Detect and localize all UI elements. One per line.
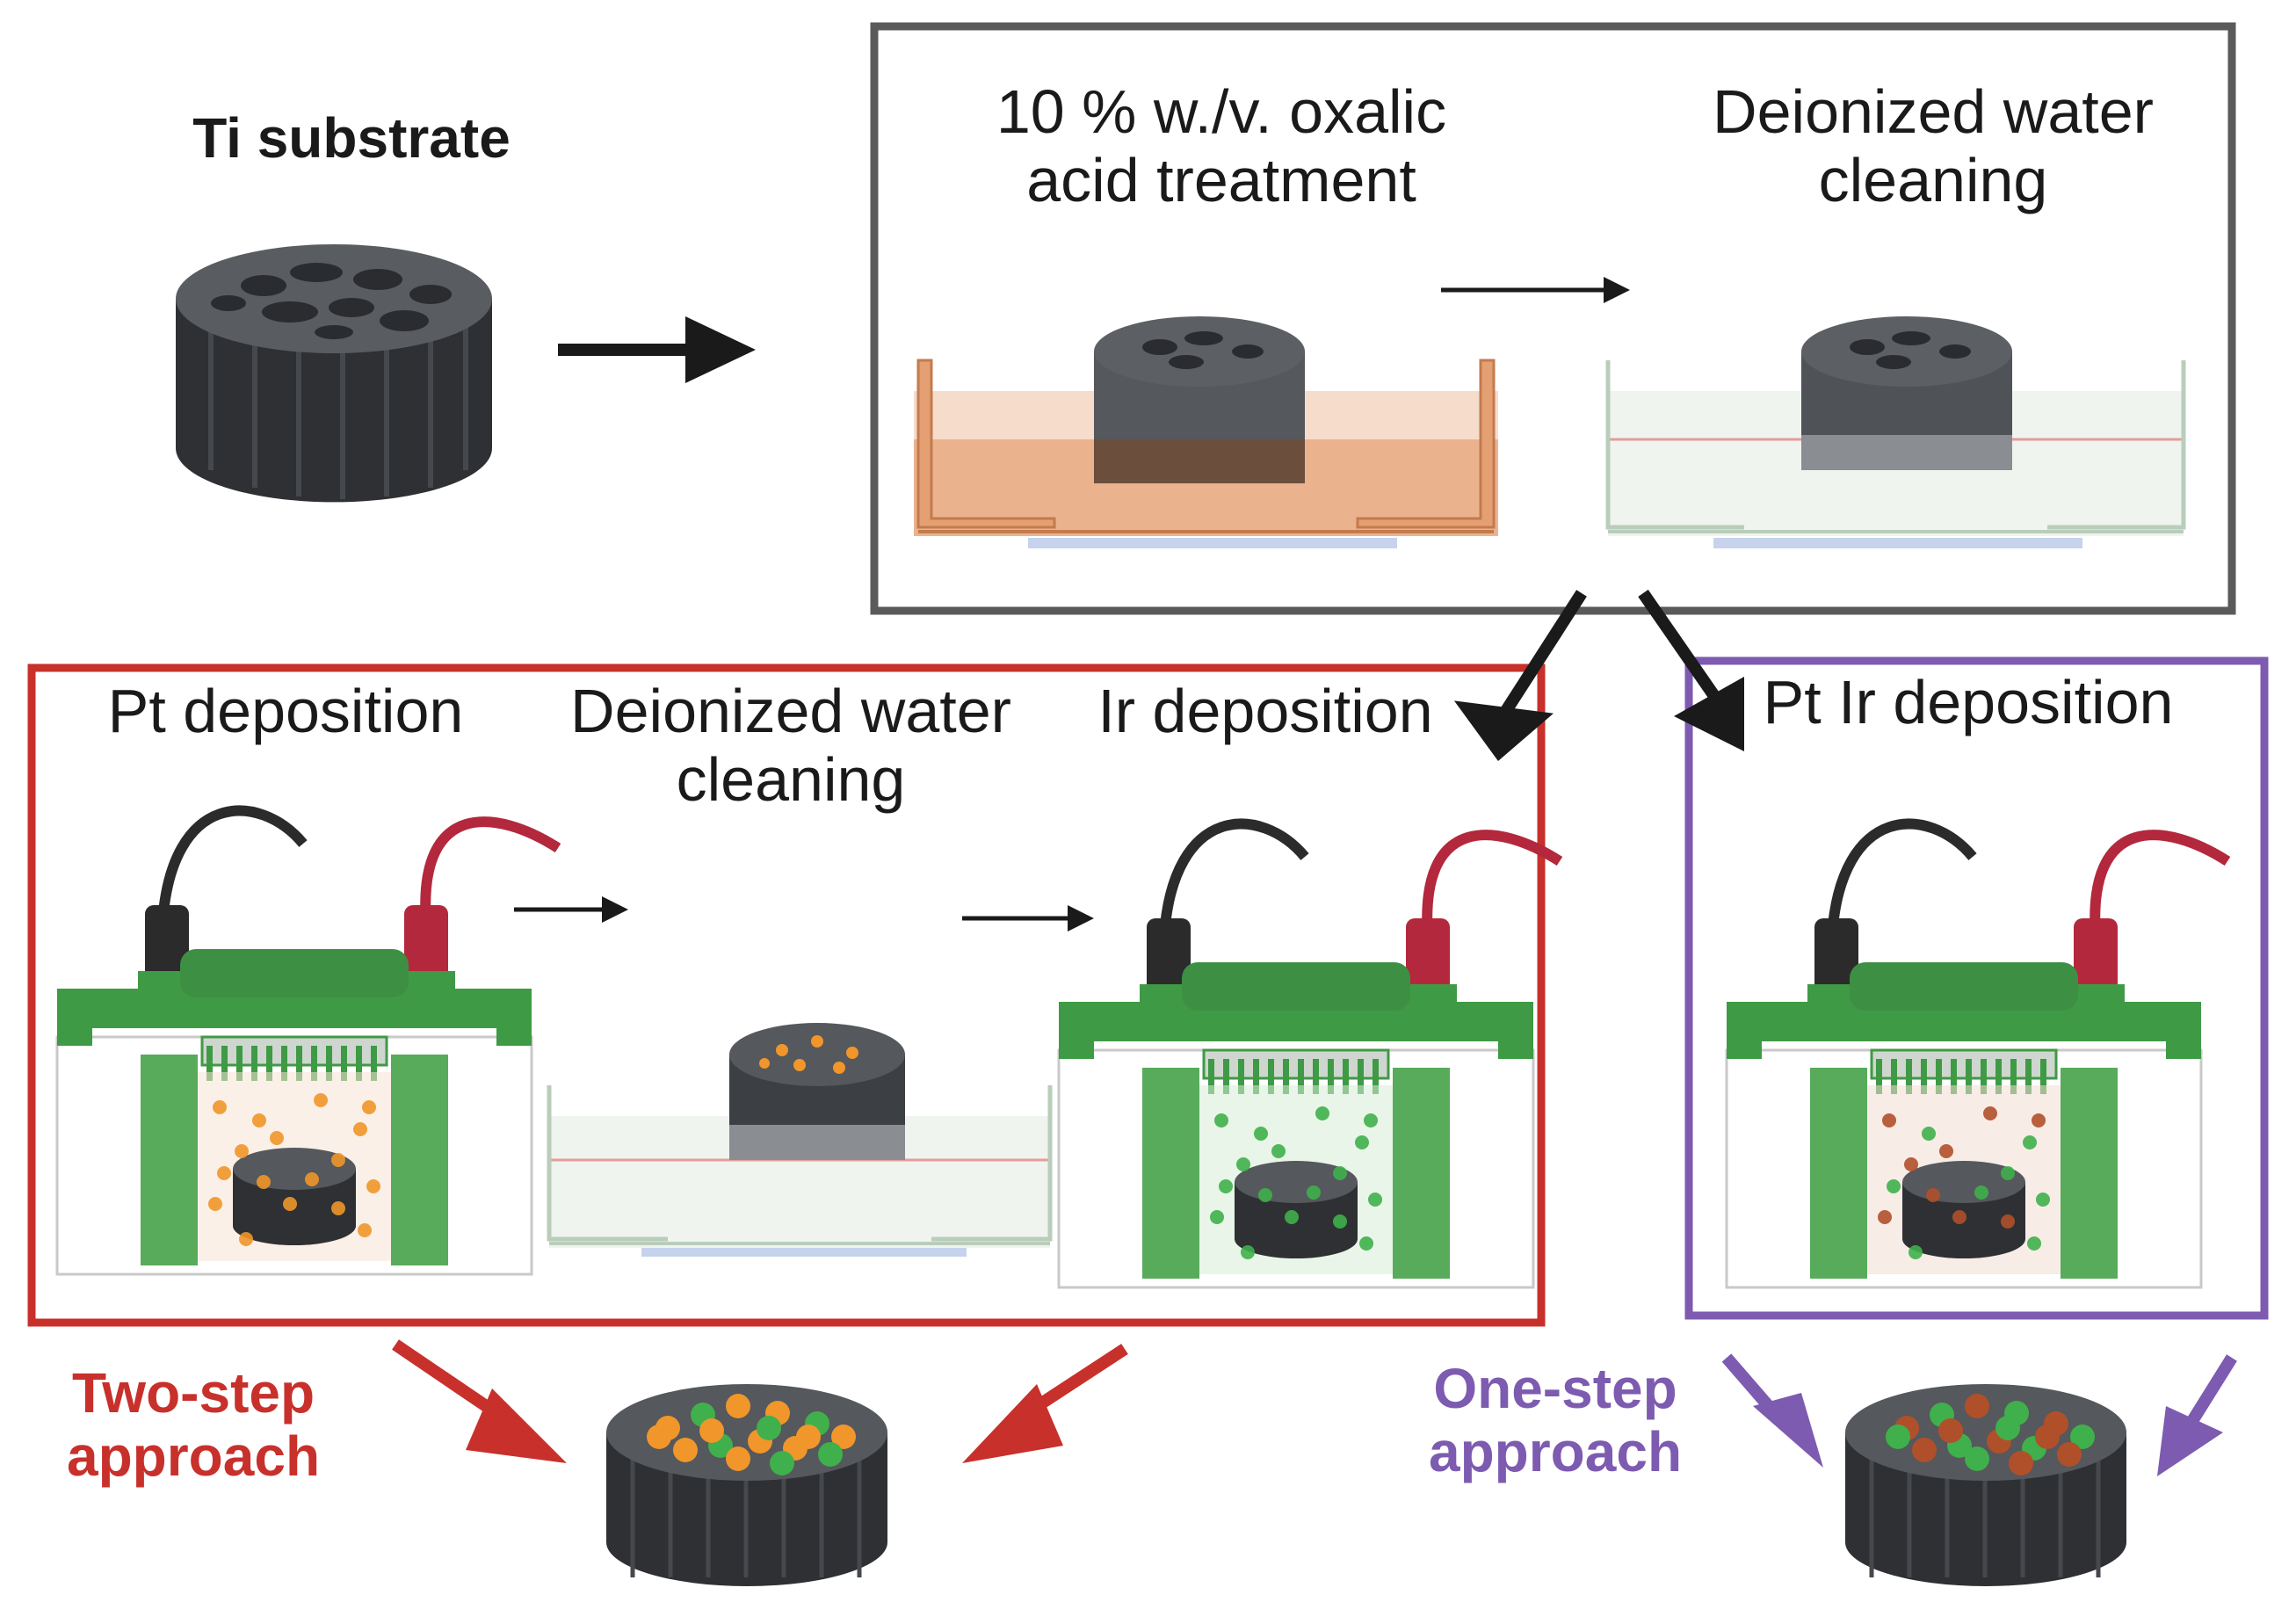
- arrow-to-two-step: [1497, 590, 1587, 720]
- arrow-two-step-left-head: [466, 1388, 567, 1463]
- one-step-line-1: One-step: [1433, 1357, 1677, 1420]
- ir-deposition-cell-icon: [1057, 818, 1563, 1289]
- oxalic-acid-bath-icon: [914, 316, 1498, 548]
- two-step-box: [27, 663, 1546, 1327]
- arrow-one-step-right: [2183, 1354, 2237, 1432]
- deionized-water-cleaning-label-top: Deionized water cleaning: [1617, 77, 2249, 215]
- arrow-to-one-step-head: [1674, 677, 1744, 751]
- two-step-line-1: Two-step: [71, 1361, 315, 1425]
- arrow-one-step-right-head: [2157, 1406, 2223, 1476]
- diw-mid-line-1: Deionized water: [570, 677, 1011, 745]
- water-bath-middle-icon: [547, 1023, 1053, 1257]
- one-step-coated-substrate-icon: [1845, 1384, 2126, 1586]
- two-step-coated-substrate-icon: [606, 1384, 887, 1586]
- arrow-to-two-step-head: [1453, 700, 1554, 762]
- ti-substrate-label: Ti substrate: [192, 106, 511, 170]
- deionized-water-cleaning-label-middle: Deionized water cleaning: [527, 677, 1054, 815]
- one-step-approach-label: One-step approach: [1371, 1357, 1740, 1483]
- diw-top-line-2: cleaning: [1818, 146, 2048, 215]
- pretreatment-box: [870, 22, 2236, 615]
- one-step-line-2: approach: [1428, 1419, 1683, 1483]
- arrow-one-step-left-head: [1753, 1393, 1823, 1468]
- diw-mid-line-2: cleaning: [676, 745, 906, 815]
- pt-deposition-label: Pt deposition: [107, 677, 464, 745]
- oxalic-label-line-2: acid treatment: [1026, 146, 1416, 215]
- two-step-approach-label: Two-step approach: [18, 1361, 369, 1488]
- arrow-to-pretreatment-head: [685, 316, 756, 383]
- pt-deposition-cell-icon: [55, 805, 561, 1276]
- ptir-deposition-label: Pt Ir deposition: [1763, 668, 2174, 736]
- one-step-box: [1684, 656, 2269, 1320]
- two-step-line-2: approach: [66, 1424, 321, 1488]
- oxalic-label-line-1: 10 % w./v. oxalic: [996, 77, 1447, 146]
- oxalic-acid-treatment-label: 10 % w./v. oxalic acid treatment: [914, 77, 1529, 215]
- ptir-deposition-cell-icon: [1725, 818, 2231, 1289]
- arrow-to-one-step: [1638, 590, 1727, 711]
- ti-substrate-icon: [176, 244, 492, 503]
- water-bath-top-icon: [1605, 316, 2186, 548]
- diw-top-line-1: Deionized water: [1713, 77, 2154, 146]
- arrow-two-step-right-head: [962, 1384, 1063, 1463]
- ir-deposition-label: Ir deposition: [1097, 677, 1433, 745]
